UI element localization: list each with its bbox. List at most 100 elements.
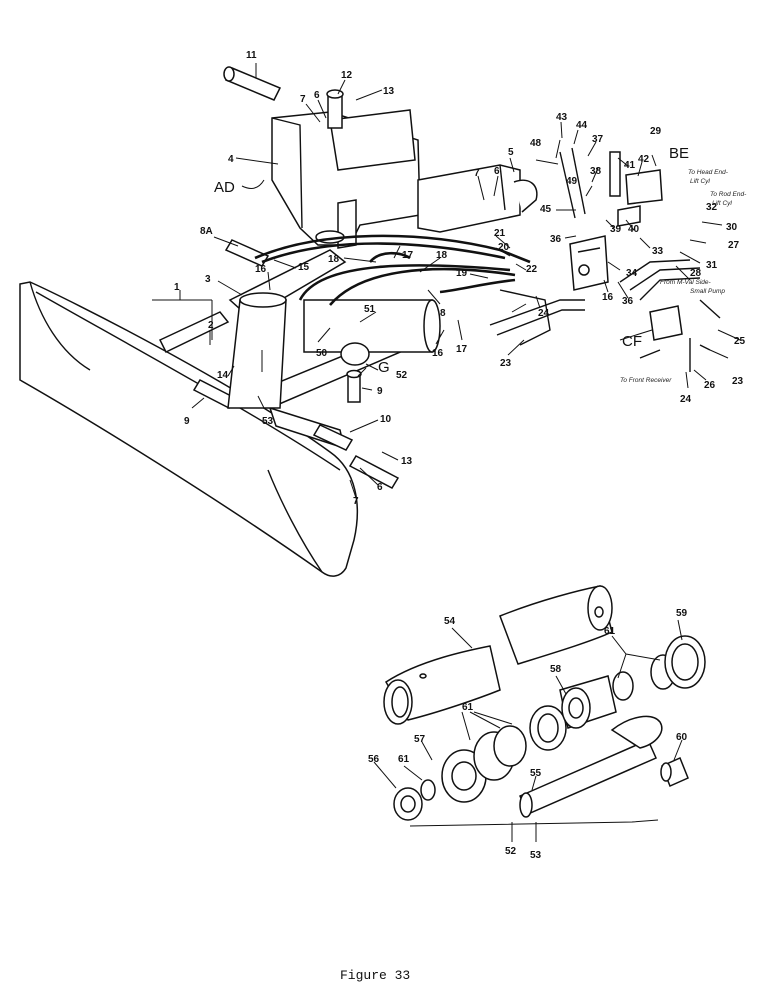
- part-label: 1: [174, 282, 180, 293]
- part-label: 15: [298, 262, 310, 273]
- callout-ad: AD: [214, 179, 235, 196]
- note-from-valve: From M-Val Side-: [660, 279, 712, 286]
- part-label: 43: [556, 112, 568, 123]
- part-label: 32: [706, 202, 718, 213]
- part-label: 16: [255, 264, 267, 275]
- part-label: 59: [676, 608, 688, 619]
- callout-cf: CF: [622, 333, 642, 350]
- part-label: 61: [462, 702, 474, 713]
- part-label: 14: [217, 370, 229, 381]
- part-label: 55: [530, 768, 542, 779]
- part-label: 11: [246, 50, 257, 61]
- cylinder-piston-parts: [529, 635, 706, 751]
- part-label: 16: [602, 292, 614, 303]
- note-rod-end: To Rod End-: [710, 191, 747, 198]
- part-label: 50: [316, 348, 328, 359]
- cylinder-assembly-line: [409, 819, 659, 842]
- part-label: 25: [734, 336, 746, 347]
- part-label: 13: [383, 86, 395, 97]
- part-label: 39: [610, 224, 622, 235]
- part-label: 53: [262, 416, 274, 427]
- part-label: 52: [505, 846, 517, 857]
- part-label: 28: [690, 268, 702, 279]
- part-label: 26: [704, 380, 716, 391]
- part-label: 19: [456, 268, 468, 279]
- part-label: 9: [377, 386, 383, 397]
- figure-caption: Figure 33: [340, 968, 411, 983]
- part-label: 6: [377, 482, 383, 493]
- part-label: 36: [622, 296, 634, 307]
- part-label: 52: [396, 370, 408, 381]
- annotation-notes: To Head End- Lift Cyl To Rod End- Lift C…: [620, 169, 747, 384]
- part-label: 56: [368, 754, 380, 765]
- part-label: 8: [440, 308, 446, 319]
- part-label: 2: [208, 320, 214, 331]
- part-label: 57: [414, 734, 426, 745]
- callout-be: BE: [669, 145, 689, 162]
- part-label: 9: [184, 416, 190, 427]
- pin-9-lower: [346, 369, 362, 403]
- part-label: 58: [550, 664, 562, 675]
- part-label: 45: [540, 204, 552, 215]
- note-from-valve-2: Small Pump: [690, 288, 725, 295]
- part-label: 29: [650, 126, 662, 137]
- part-label: 12: [341, 70, 353, 81]
- callout-g: G: [378, 359, 390, 376]
- part-label: 34: [626, 268, 638, 279]
- part-label: 22: [526, 264, 538, 275]
- part-label: 7: [474, 168, 480, 179]
- part-label: 7: [353, 496, 359, 507]
- control-valve: [569, 235, 609, 291]
- part-label: 23: [500, 358, 512, 369]
- part-label: 6: [314, 90, 320, 101]
- part-label: 30: [726, 222, 738, 233]
- part-label: 10: [380, 414, 392, 425]
- valve-levers: [559, 147, 663, 227]
- part-label: 7: [300, 94, 306, 105]
- part-label: 53: [530, 850, 542, 861]
- pin-12: [326, 89, 344, 129]
- part-label: 40: [628, 224, 640, 235]
- push-frame: [158, 109, 538, 450]
- part-label: 48: [530, 138, 542, 149]
- lift-cylinder-left: [227, 292, 287, 409]
- part-label: 44: [576, 120, 588, 131]
- part-label: 54: [444, 616, 456, 627]
- part-label: 38: [590, 166, 602, 177]
- part-label: 61: [604, 626, 616, 637]
- part-label: 3: [205, 274, 211, 285]
- part-label: 51: [364, 304, 376, 315]
- note-rod-end-2: Lift Cyl: [712, 200, 732, 207]
- part-label: 6: [494, 166, 500, 177]
- part-label: 18: [328, 254, 340, 265]
- part-label: 36: [550, 234, 562, 245]
- leader-lines: [152, 63, 741, 791]
- part-label: 37: [592, 134, 604, 145]
- hand-labels: AD BE CF G: [214, 145, 689, 376]
- part-label: 31: [706, 260, 718, 271]
- part-label: 17: [456, 344, 468, 355]
- lift-cylinder-right: [303, 299, 441, 366]
- part-label: 27: [728, 240, 740, 251]
- part-label: 24: [538, 308, 550, 319]
- cylinder-rod-parts: [393, 715, 689, 821]
- part-label: 42: [638, 154, 650, 165]
- part-label: 60: [676, 732, 688, 743]
- part-label: 41: [624, 160, 636, 171]
- part-label: 13: [401, 456, 413, 467]
- dozer-blade: [19, 281, 359, 577]
- pin-10: [312, 424, 354, 451]
- part-labels: 11 12 13 7 6 4 5 7 6 8A 3 16 15 18 17 18…: [174, 50, 746, 861]
- part-label: 21: [494, 228, 506, 239]
- part-label: 18: [436, 250, 448, 261]
- cylinder-barrel: [383, 585, 613, 725]
- part-label: 49: [566, 176, 578, 187]
- part-label: 20: [498, 242, 510, 253]
- part-label: 33: [652, 246, 664, 257]
- part-label: 23: [732, 376, 744, 387]
- note-head-end-2: Lift Cyl: [690, 178, 710, 185]
- part-label: 5: [508, 147, 514, 158]
- hydraulic-hoses: [254, 234, 701, 346]
- part-label: 16: [432, 348, 444, 359]
